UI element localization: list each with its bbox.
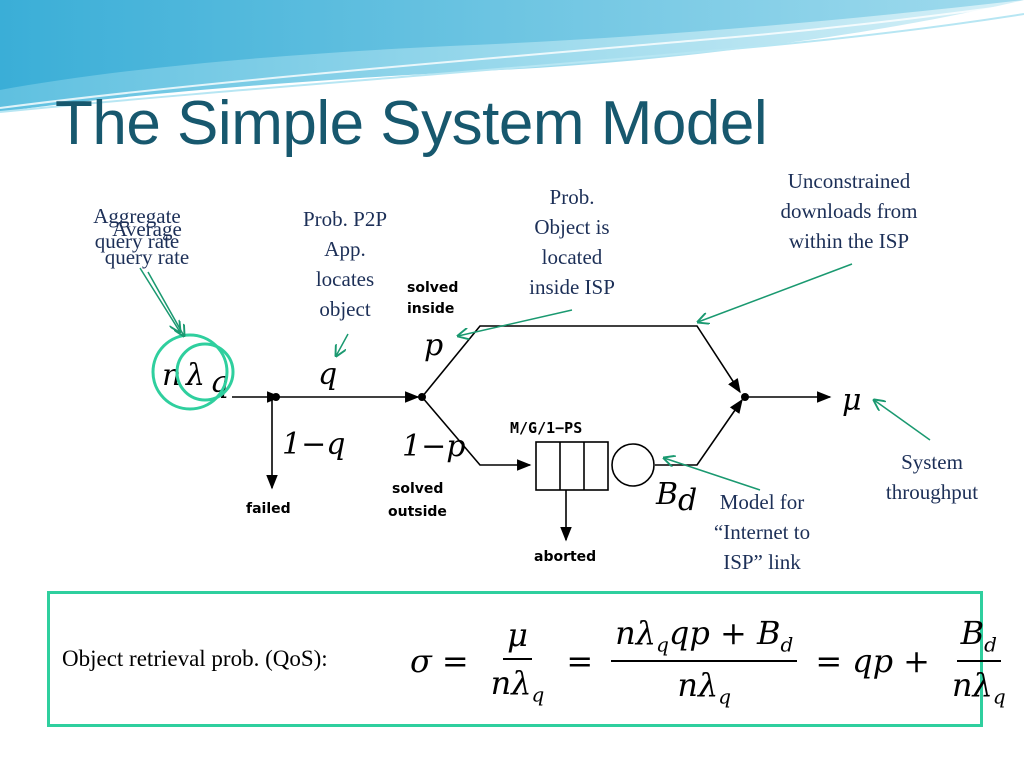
slide-title: The Simple System Model (55, 89, 768, 158)
frac2-num-b: B (757, 613, 781, 652)
label-p: p (424, 328, 443, 363)
label-solved-outside-2: outside (388, 504, 447, 520)
label-solved-outside-1: solved (392, 481, 443, 497)
formula-frac-2: nλqqp + Bd nλq (611, 613, 798, 709)
callout-arrows (139, 263, 931, 491)
annotation-isp-prob: Prob. Object is located inside ISP (529, 185, 615, 299)
label-bd-base: B (655, 477, 678, 512)
frac1-den-n: n (490, 663, 512, 702)
annotation-aggregate-rate: Aggregate query rate (93, 204, 181, 253)
rate-lambda: λ (185, 358, 205, 393)
label-mu: μ (842, 383, 862, 418)
queue-buffer (535, 441, 609, 491)
annotation-link-model: Model for “Internet to ISP” link (713, 490, 811, 574)
frac1-num-mu: μ (507, 615, 528, 654)
frac1-den-lambda: λ (511, 663, 532, 702)
inside-path (421, 325, 741, 398)
formula-eq-2: = (566, 642, 594, 680)
frac2-num-d: d (780, 632, 794, 656)
formula-box: Object retrieval prob. (QoS): σ = μ nλq … (47, 591, 1006, 727)
frac2-num-qp: qp (668, 613, 710, 652)
rate-highlight-circles (151, 333, 235, 411)
formula-label: Object retrieval prob. (QoS): (62, 646, 328, 671)
label-aborted: aborted (534, 549, 596, 565)
server-circle (611, 443, 655, 487)
frac3-num-d: d (984, 632, 997, 656)
label-one-minus-q: 1−q (282, 427, 345, 462)
annotation-throughput: System throughput (885, 450, 979, 504)
qos-formula: σ = μ nλq = nλqqp + Bd nλq = qp + Bd nλq (410, 606, 1018, 716)
frac2-num-plus: + (709, 613, 757, 652)
frac3-den-sub: q (992, 684, 1006, 709)
formula-plus: + (903, 642, 930, 680)
frac2-den-lambda: λ (698, 666, 719, 704)
frac3-den-lambda: λ (972, 666, 993, 704)
frac2-den-sub: q (718, 684, 732, 709)
annotation-unconstrained: Unconstrained downloads from within the … (780, 169, 918, 253)
label-q: q (318, 357, 337, 392)
formula-eq-1: = (441, 642, 469, 680)
frac2-num-sub: q (656, 632, 669, 656)
label-solved-inside-2: inside (407, 301, 454, 317)
junction-dots (272, 393, 749, 401)
frac2-den-n: n (677, 666, 698, 704)
formula-sigma: σ (410, 642, 432, 680)
header-wave-decoration (0, 0, 1024, 120)
server-out-path (655, 398, 743, 466)
annotation-average-rate: Average query rate (104, 217, 190, 269)
formula-frac-1: μ nλq (487, 616, 549, 706)
label-queue-model: M/G/1−PS (510, 419, 582, 437)
frac1-den-sub: q (531, 682, 545, 707)
frac3-num-b: B (960, 613, 985, 652)
label-one-minus-p: 1−p (402, 429, 465, 464)
label-solved-inside-1: solved (407, 280, 458, 296)
frac2-num-lambda: λ (635, 613, 657, 652)
formula-qp: qp (852, 642, 894, 680)
label-bd-sub: d (678, 483, 697, 518)
outside-path (421, 396, 532, 471)
formula-frac-3: Bd nλq (948, 614, 1010, 709)
annotation-p2p-prob: Prob. P2P App. locates object (302, 207, 388, 321)
frac3-den-n: n (951, 666, 973, 704)
label-failed: failed (246, 501, 291, 517)
frac2-num-n: n (615, 613, 636, 652)
system-model-diagram: n λ q q 1−q failed solved inside p 1−p s… (139, 263, 931, 565)
formula-eq-3: = (815, 642, 843, 680)
